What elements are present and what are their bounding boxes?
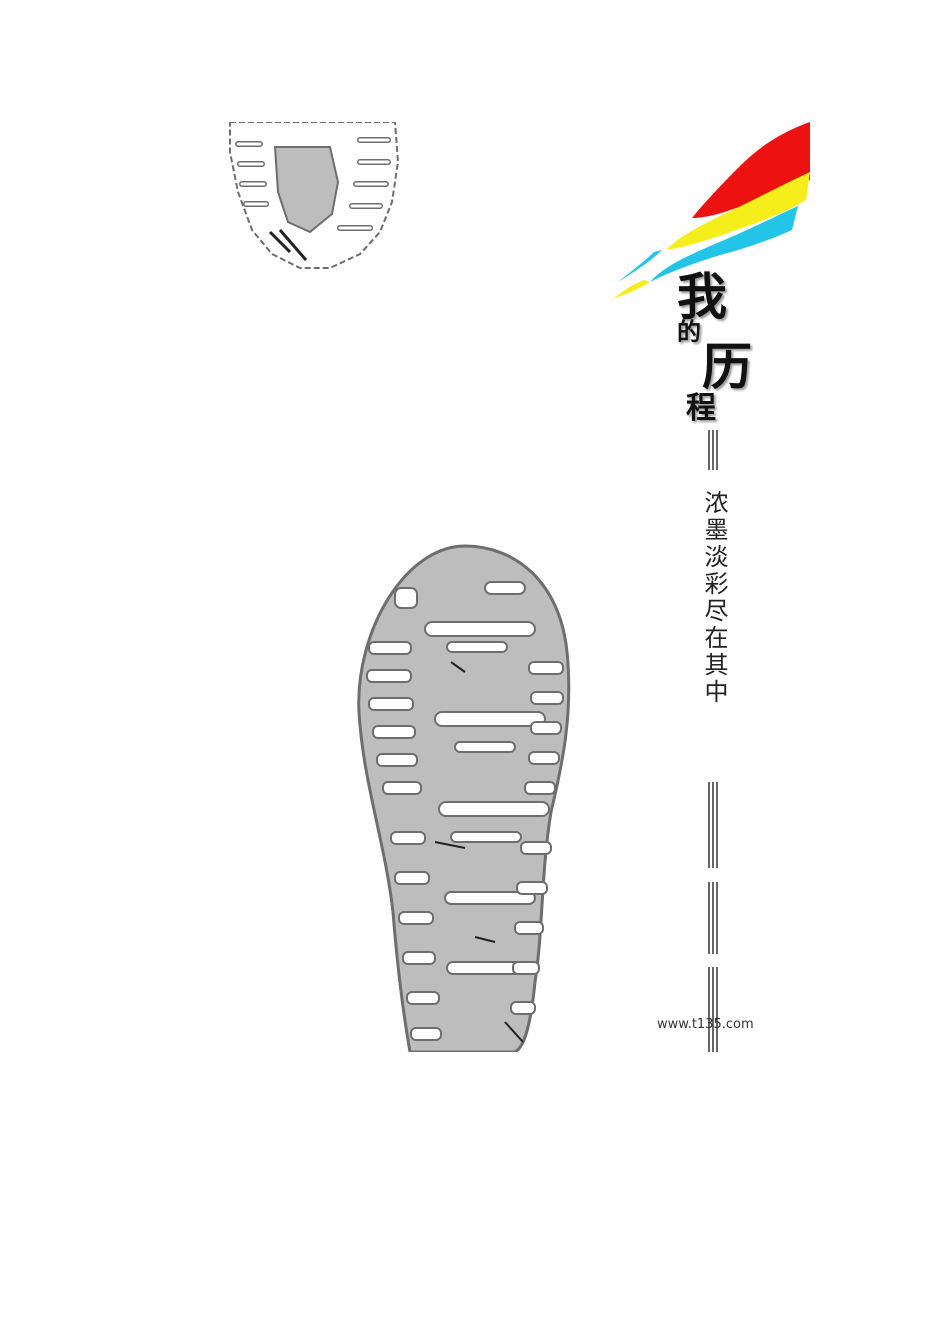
- cover-page: 我 的 历 程 浓墨淡彩尽在其中 www.t135.com: [220, 122, 810, 1052]
- website-watermark: www.t135.com: [657, 1017, 754, 1032]
- title-char-4: 程: [686, 391, 716, 426]
- divider-bars-top: [707, 430, 721, 470]
- title-char-2: 的: [677, 317, 701, 346]
- divider-bars-bottom: [707, 967, 721, 1052]
- divider-bars-middle: [707, 782, 721, 868]
- divider-bars-lower: [707, 882, 721, 954]
- subtitle-vertical: 浓墨淡彩尽在其中: [700, 490, 728, 706]
- paint-splash-image: [614, 122, 810, 298]
- title-char-3: 历: [702, 337, 752, 396]
- footprint-main-image: [357, 544, 571, 1052]
- title-char-1: 我: [677, 267, 727, 326]
- footprint-top-image: [229, 122, 400, 269]
